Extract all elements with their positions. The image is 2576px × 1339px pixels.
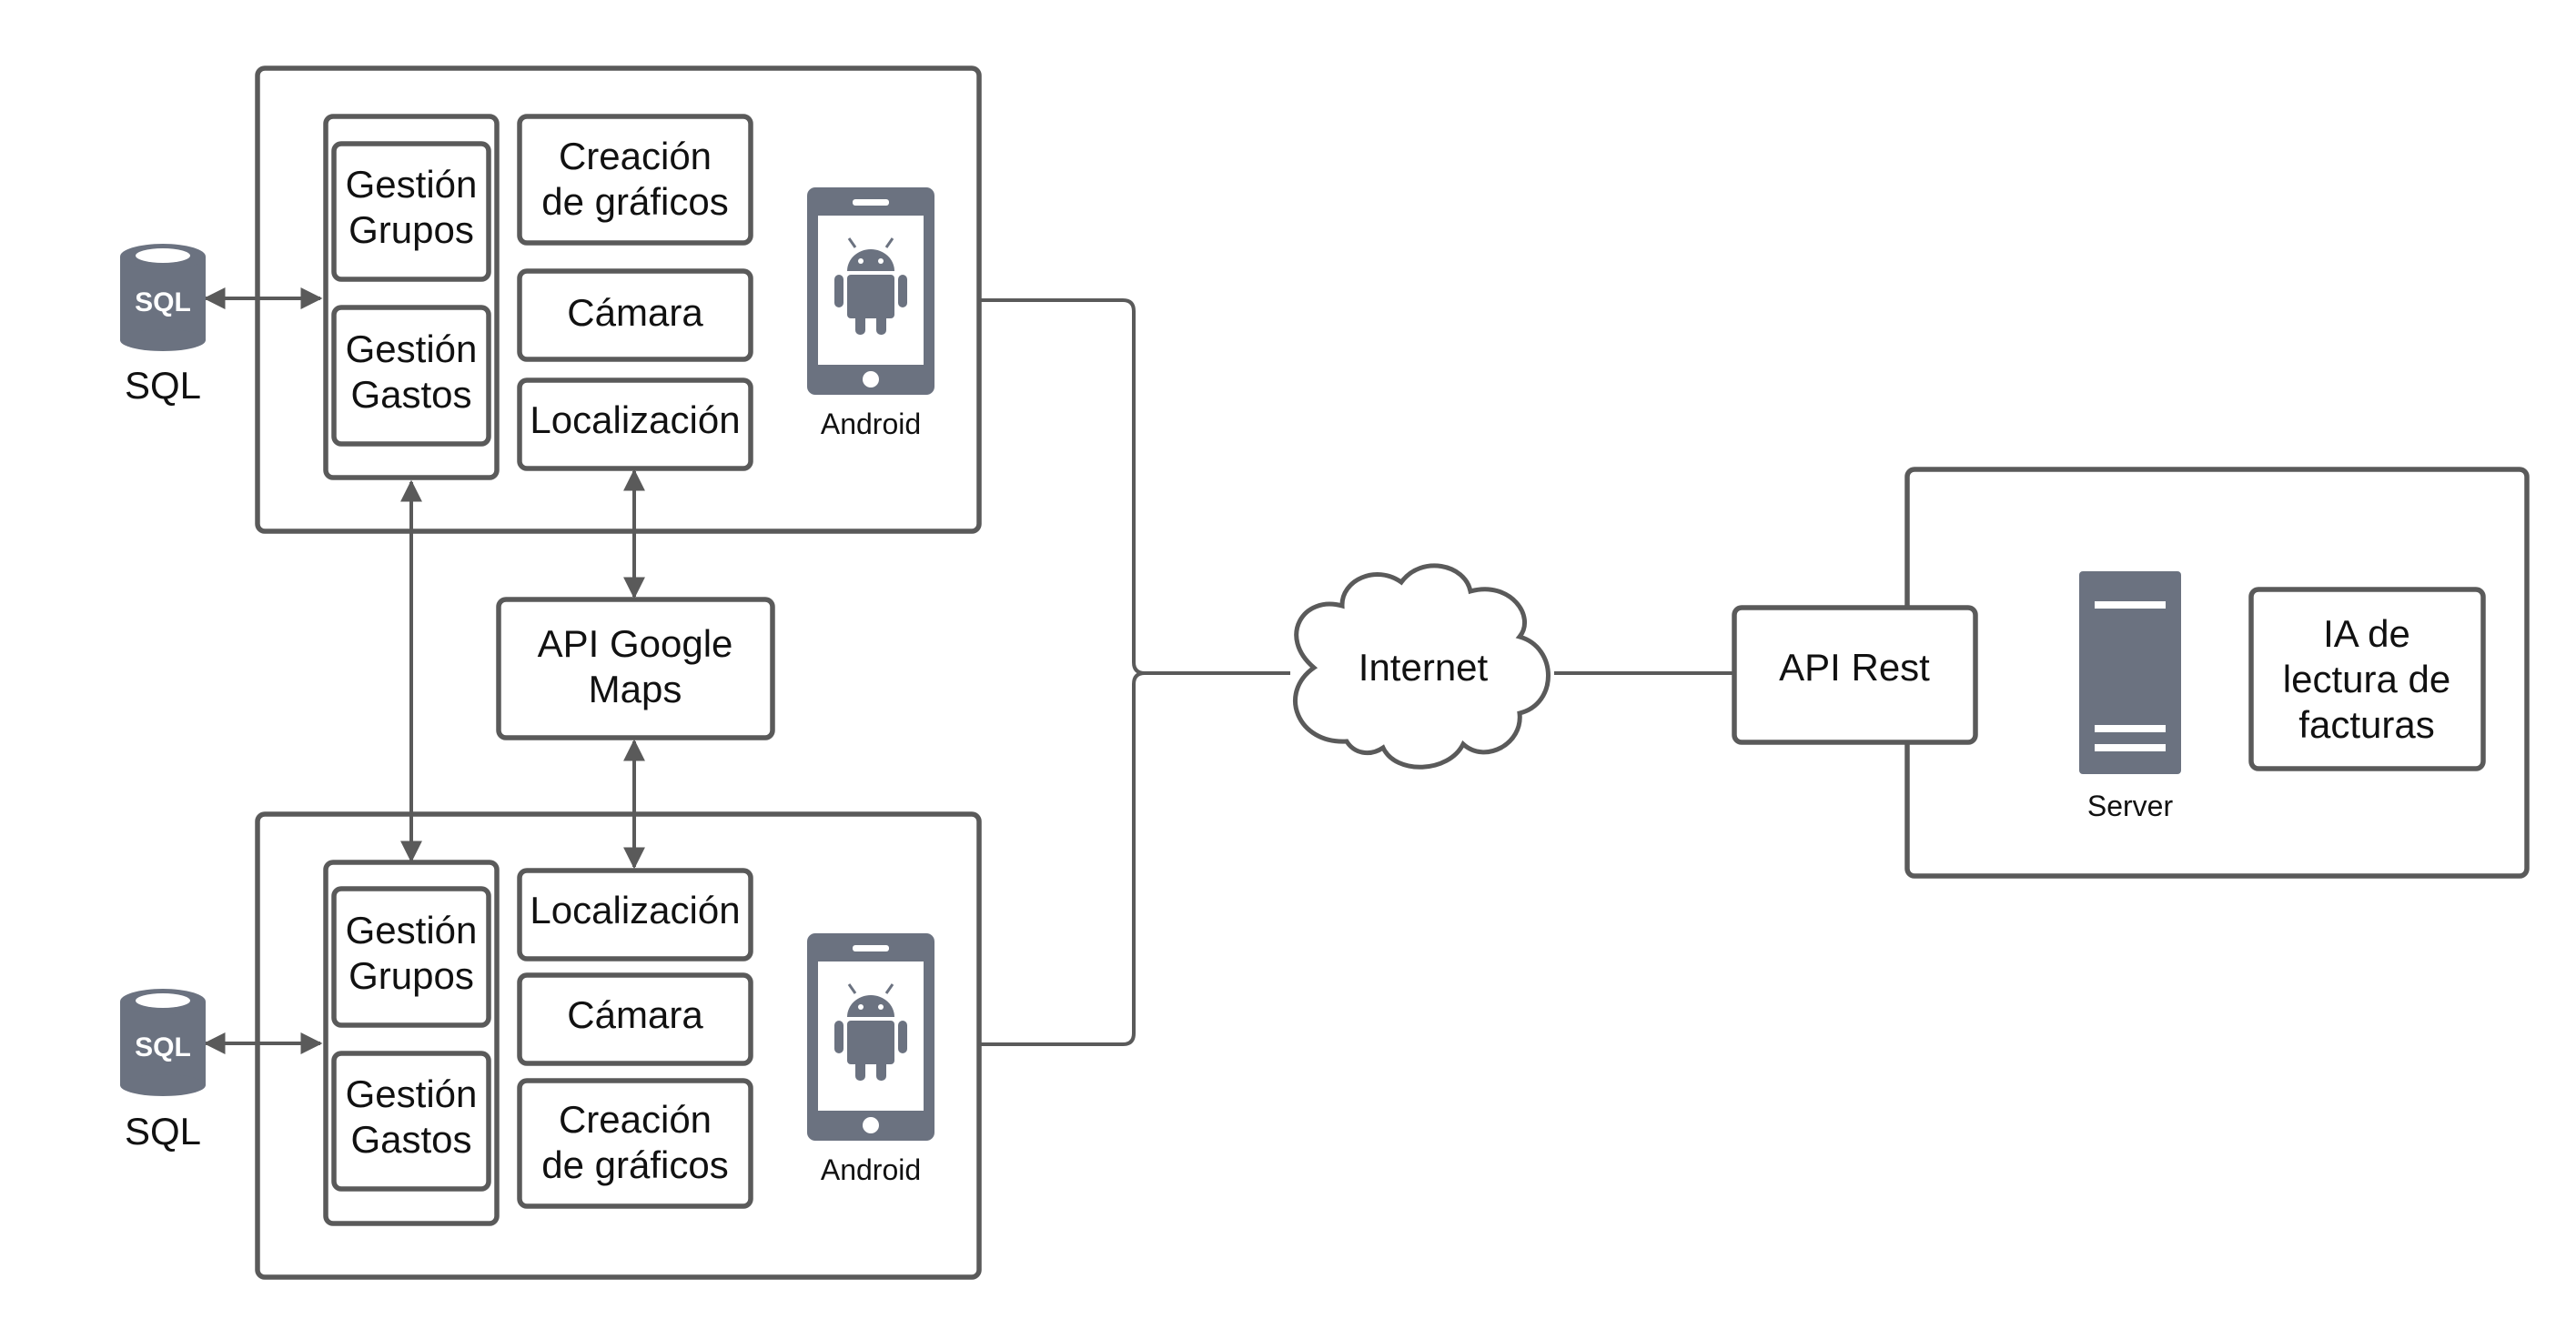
api-google-maps-line1: API Google (538, 622, 733, 665)
gestion-gastos-line1: Gestión (346, 1072, 478, 1115)
connections (203, 287, 1734, 1054)
android-phone-icon (807, 187, 934, 395)
server-side: API Rest Server IA de lectura de factura… (1732, 467, 2530, 879)
ia-lectura-facturas[interactable]: IA de lectura de facturas (2248, 587, 2486, 771)
localizacion-label: Localización (530, 889, 740, 931)
wire-bottom-client-internet (981, 671, 1146, 1046)
ia-line1: IA de (2323, 612, 2410, 655)
creacion-graficos-line2: de gráficos (541, 1143, 728, 1186)
gestion-grupos-module[interactable]: Gestión Grupos (331, 886, 491, 1028)
localizacion-module[interactable]: Localización (517, 868, 753, 961)
gestion-gastos-module[interactable]: Gestión Gastos (331, 305, 491, 447)
sql-label: SQL (125, 364, 201, 407)
api-rest-label: API Rest (1779, 646, 1930, 689)
sql-badge: SQL (135, 1032, 191, 1062)
api-google-maps[interactable]: API Google Maps (496, 597, 775, 740)
gestion-grupos-line1: Gestión (346, 909, 478, 951)
camara-module[interactable]: Cámara (517, 268, 753, 362)
gestion-gastos-line1: Gestión (346, 327, 478, 370)
gestion-grupos-line2: Grupos (349, 208, 474, 251)
android-robot-icon (834, 983, 907, 1081)
sql-label: SQL (125, 1110, 201, 1153)
creacion-graficos-module[interactable]: Creación de gráficos (517, 1078, 753, 1209)
gestion-grupos-line2: Grupos (349, 954, 474, 997)
internet-cloud[interactable]: Internet (1293, 563, 1551, 770)
gestion-grupos-line1: Gestión (346, 163, 478, 206)
android-robot-icon (834, 237, 907, 335)
creacion-graficos-module[interactable]: Creación de gráficos (517, 114, 753, 246)
creacion-graficos-line2: de gráficos (541, 180, 728, 223)
sql-database-icon: SQL (120, 989, 206, 1096)
android-label: Android (821, 408, 921, 440)
top-client-frame (255, 65, 982, 534)
server-icon (2079, 571, 2181, 774)
android-label: Android (821, 1153, 921, 1186)
ia-line3: facturas (2298, 703, 2434, 746)
api-google-maps-line2: Maps (589, 668, 682, 710)
sql-badge: SQL (135, 287, 191, 317)
localizacion-label: Localización (530, 398, 740, 441)
cloud-icon (1293, 563, 1551, 770)
ia-line2: lectura de (2283, 658, 2450, 700)
wire-top-client-internet (981, 298, 1290, 675)
localizacion-module[interactable]: Localización (517, 378, 753, 471)
creacion-graficos-line1: Creación (559, 135, 712, 177)
gestion-gastos-module[interactable]: Gestión Gastos (331, 1051, 491, 1192)
sql-database-icon: SQL (120, 244, 206, 351)
camara-module[interactable]: Cámara (517, 972, 753, 1066)
api-rest[interactable]: API Rest (1732, 605, 1978, 745)
bottom-client-frame (255, 811, 982, 1280)
gestion-gastos-line2: Gastos (350, 373, 471, 416)
top-client: SQL SQL Gestión Grupos Gestión Gastos Cr… (120, 65, 982, 534)
bottom-client: SQL SQL Gestión Grupos Gestión Gastos Lo… (120, 811, 982, 1280)
camara-label: Cámara (567, 993, 703, 1036)
creacion-graficos-line1: Creación (559, 1098, 712, 1141)
internet-label: Internet (1359, 646, 1489, 689)
camara-label: Cámara (567, 291, 703, 334)
gestion-grupos-module[interactable]: Gestión Grupos (331, 141, 491, 282)
gestion-gastos-line2: Gastos (350, 1118, 471, 1161)
server-label: Server (2087, 790, 2174, 822)
android-phone-icon (807, 933, 934, 1141)
